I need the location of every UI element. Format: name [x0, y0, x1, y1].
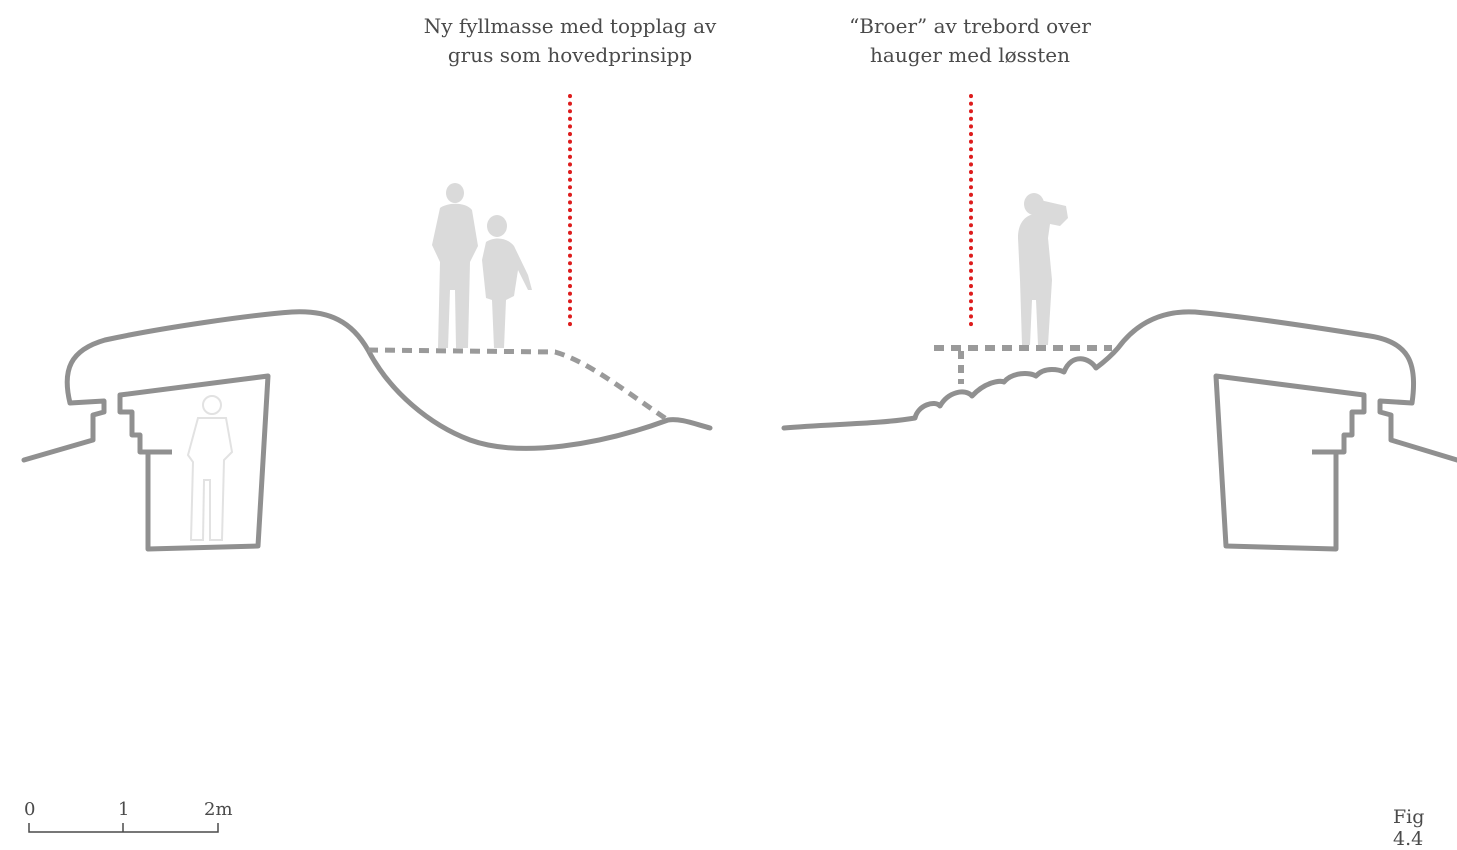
- left-section: [21, 94, 713, 725]
- left-cave-outline: [117, 373, 271, 552]
- scale-label-2m: 2m: [204, 799, 233, 820]
- scale-label-1: 1: [118, 799, 130, 820]
- right-section: [781, 94, 1457, 725]
- couple-silhouette: [432, 183, 532, 348]
- figure-label: Fig 4.4: [1393, 806, 1425, 850]
- annotation-gravel-fill-line1: Ny fyllmasse med topplag av: [423, 14, 717, 38]
- scale-bar: [28, 823, 219, 833]
- right-cave-opening: [1216, 376, 1364, 549]
- annotation-gravel-fill-line2: grus som hovedprinsipp: [447, 43, 693, 67]
- left-gravel-path: [367, 347, 670, 423]
- person-silhouette-cave: [186, 395, 234, 541]
- person-silhouette-binoculars: [1018, 193, 1068, 345]
- annotation-wooden-bridges-line1: “Broer” av trebord over: [849, 14, 1091, 38]
- annotation-gravel-fill: Ny fyllmasse med topplag av grus som hov…: [405, 12, 735, 70]
- left-ground-fill: [24, 311, 710, 725]
- annotation-wooden-bridges: “Broer” av trebord over hauger med løsst…: [825, 12, 1115, 70]
- annotation-wooden-bridges-line2: hauger med løssten: [870, 43, 1070, 67]
- right-rock-outline: [781, 309, 1457, 463]
- scale-label-0: 0: [24, 799, 36, 820]
- right-cave-outline: [1213, 373, 1367, 552]
- left-rock-outline: [21, 309, 713, 463]
- right-ground-fill: [784, 311, 1457, 725]
